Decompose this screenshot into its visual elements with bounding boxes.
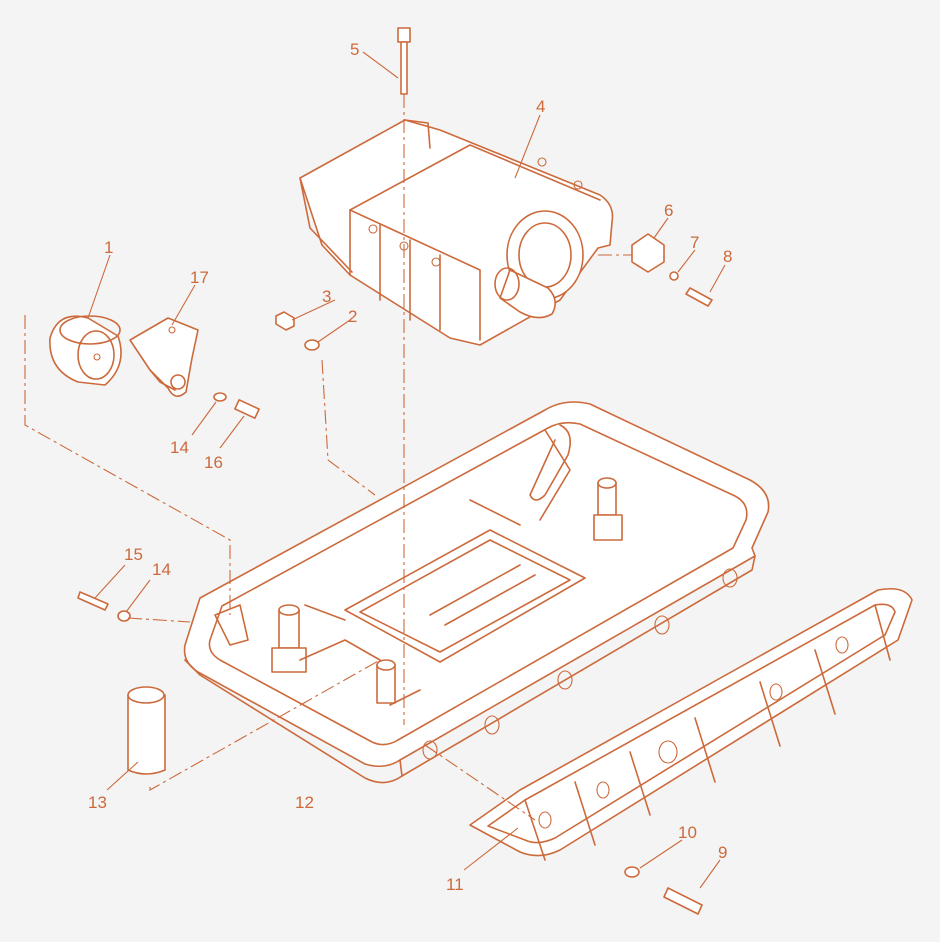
rubber-buffer: [49, 315, 122, 386]
callout-5: 5: [350, 40, 359, 59]
assembly-center-lines: [24, 94, 632, 821]
callout-14-lower: 14: [152, 560, 171, 579]
callout-2: 2: [348, 307, 357, 326]
callout-15: 15: [124, 545, 143, 564]
callout-14-upper: 14: [170, 438, 189, 457]
callout-13: 13: [88, 793, 107, 812]
nut-and-washer: [275, 311, 320, 351]
callout-4: 4: [536, 97, 545, 116]
callout-labels: 1 2 3 4 5 6 7 8 9 10 11 12 13 14 14 15 1…: [88, 40, 732, 894]
callout-7: 7: [690, 233, 699, 252]
leader-lines: [87, 51, 726, 889]
mounting-bracket: [129, 317, 260, 419]
long-bolt: [397, 27, 411, 95]
base-plate: [183, 401, 770, 784]
callout-9: 9: [718, 843, 727, 862]
callout-16: 16: [204, 453, 223, 472]
left-fasteners: [77, 591, 131, 622]
callout-1: 1: [104, 238, 113, 257]
exciter-housing: [299, 119, 614, 346]
spacer-sleeve: [127, 686, 166, 775]
callout-8: 8: [723, 247, 732, 266]
callout-10: 10: [678, 823, 697, 842]
callout-17: 17: [190, 268, 209, 287]
callout-6: 6: [664, 201, 673, 220]
skid-fasteners: [624, 866, 703, 915]
callout-12: 12: [295, 793, 314, 812]
callout-11: 11: [446, 875, 464, 894]
side-fasteners: [631, 233, 713, 307]
callout-3: 3: [322, 287, 331, 306]
skid-rail: [469, 587, 913, 861]
